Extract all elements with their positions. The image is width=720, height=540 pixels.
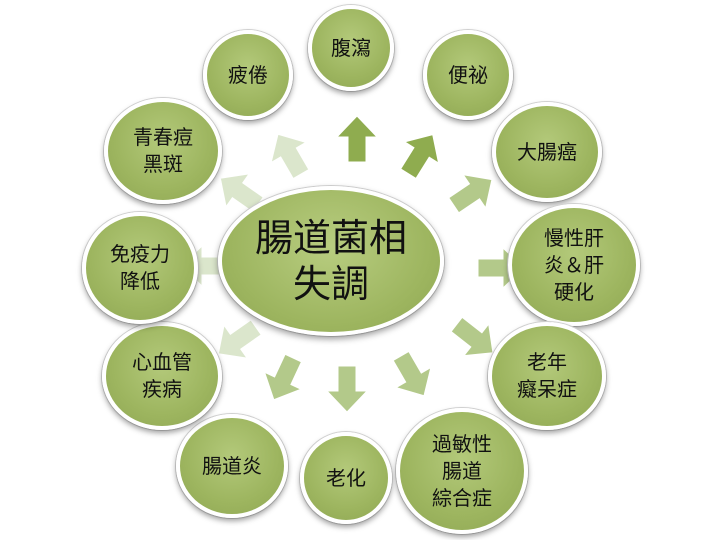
- arrow-left-lower: [217, 319, 262, 359]
- node-label: 過敏性 腸道 綜合症: [432, 431, 492, 510]
- node-aging: 老化: [300, 432, 392, 524]
- arrow-right-lower: [450, 316, 494, 357]
- node-diarrhea: 腹瀉: [308, 5, 394, 91]
- center-node: 腸道菌相 失調: [218, 186, 444, 336]
- node-label: 老化: [326, 465, 366, 490]
- node-label: 青春痘 黑斑: [133, 125, 193, 176]
- node-label: 腹瀉: [331, 35, 371, 60]
- node-constipation: 便祕: [423, 30, 513, 120]
- arrow-down-left: [263, 353, 303, 401]
- node-label: 老年 癡呆症: [517, 350, 577, 401]
- node-cardio: 心血管 疾病: [102, 322, 222, 430]
- arrow-up-left: [270, 133, 310, 180]
- node-label: 免疫力 降低: [110, 242, 170, 293]
- node-label: 疲倦: [228, 62, 268, 87]
- node-ibs: 過敏性 腸道 綜合症: [396, 408, 528, 534]
- node-colon-cancer: 大腸癌: [492, 102, 602, 202]
- arrow-down-right: [392, 350, 432, 397]
- arrow-up: [335, 115, 379, 163]
- arrow-up-right: [400, 134, 440, 180]
- node-hepatitis: 慢性肝 炎＆肝 硬化: [508, 204, 640, 326]
- node-label: 心血管 疾病: [132, 350, 192, 401]
- center-label: 腸道菌相 失調: [254, 216, 407, 306]
- node-label: 慢性肝 炎＆肝 硬化: [544, 225, 604, 304]
- node-label: 大腸癌: [517, 139, 577, 164]
- node-label: 腸道炎: [202, 453, 262, 478]
- node-label: 便祕: [448, 62, 488, 87]
- node-acne: 青春痘 黑斑: [104, 98, 222, 204]
- node-immunity: 免疫力 降低: [82, 212, 198, 324]
- node-fatigue: 疲倦: [203, 30, 293, 120]
- arrow-right-upper: [448, 174, 493, 214]
- node-enteritis: 腸道炎: [176, 414, 288, 518]
- arrow-down: [325, 365, 369, 413]
- node-dementia: 老年 癡呆症: [488, 322, 606, 430]
